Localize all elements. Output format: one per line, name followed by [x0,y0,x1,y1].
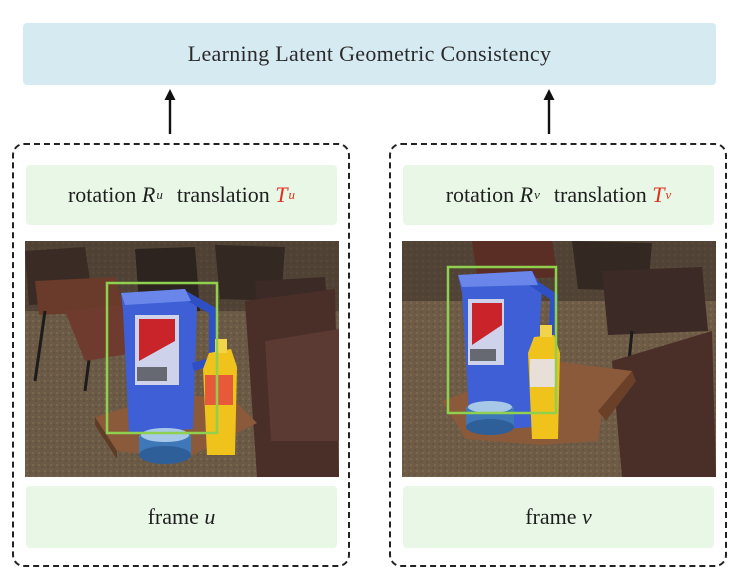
frame-variable: v [582,504,592,529]
consistency-module-box: Learning Latent Geometric Consistency [23,23,716,85]
frame-word: frame [147,504,199,529]
object-bounding-box [446,265,558,415]
frame-v-label: frame v [403,486,714,548]
frame-u-label: frame u [26,486,337,548]
translation-word: translation [553,182,647,207]
frame-u-photo [25,241,339,477]
translation-word: translation [176,182,270,207]
module-title: Learning Latent Geometric Consistency [187,41,552,66]
translation-symbol: T [652,182,665,207]
rotation-word: rotation [67,182,137,207]
frame-word: frame [525,504,577,529]
rotation-superscript: v [534,187,540,202]
frame-variable: u [204,504,216,529]
rotation-superscript: u [156,187,163,202]
object-bounding-box [105,281,219,435]
translation-superscript: v [665,187,672,202]
rotation-word: rotation [445,182,515,207]
translation-superscript: u [288,187,296,202]
frame-v-photo [402,241,716,477]
rotation-symbol: R [519,182,534,207]
translation-symbol: T [275,182,288,207]
rotation-symbol: R [141,182,156,207]
arrow-up-icon [543,89,555,134]
arrow-up-icon [164,89,176,134]
